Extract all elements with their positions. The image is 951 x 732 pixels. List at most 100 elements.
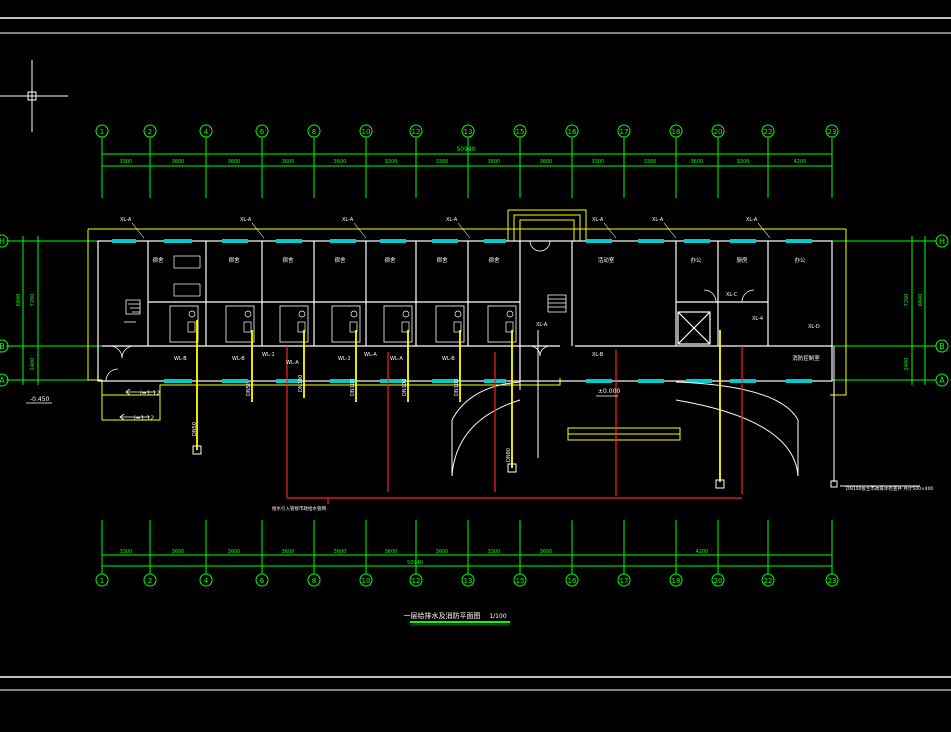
dimension-value: 3600 xyxy=(282,549,295,555)
window xyxy=(276,239,302,243)
room-label: 活动室 xyxy=(598,256,615,264)
tag-leader xyxy=(131,222,145,239)
toilet-fixtures xyxy=(169,255,517,343)
water-supply-pipes xyxy=(196,320,721,482)
toilet-icon xyxy=(505,321,514,333)
entrance-canopy xyxy=(451,381,799,477)
column-axis-label: 13 xyxy=(464,128,473,136)
column-axis-label: 22 xyxy=(764,128,773,136)
pipe-size-label: DN100 xyxy=(402,379,408,396)
tag-leader xyxy=(457,222,471,239)
pipe-size-label: DN100 xyxy=(350,379,356,396)
axis-bubble xyxy=(359,124,373,138)
axis-bubble xyxy=(565,124,579,138)
row-axis-label: A xyxy=(939,376,945,385)
window xyxy=(330,239,356,243)
sink-icon xyxy=(244,310,252,318)
window xyxy=(276,379,302,383)
dimension-value: 3600 xyxy=(334,159,347,165)
dimension-value: 3600 xyxy=(385,549,398,555)
window xyxy=(432,379,458,383)
misc-pipe-tag: XL-4 xyxy=(752,316,763,322)
dimension-value: 3600 xyxy=(172,549,185,555)
axis-bubble xyxy=(669,124,683,138)
fixture-pipe-tag: WL-1 xyxy=(262,352,275,358)
window xyxy=(164,239,192,243)
window xyxy=(380,239,406,243)
pipe-size-label: DN50 xyxy=(246,382,252,396)
column-axis-label: 23 xyxy=(828,577,837,585)
misc-pipe-tag: XL-C xyxy=(726,292,738,298)
sink-icon xyxy=(402,310,410,318)
fixture-pipe-tag: WL-A xyxy=(364,352,377,358)
row-axis-label: B xyxy=(0,342,5,351)
tag-leader xyxy=(603,222,617,239)
axis-bubble xyxy=(513,124,527,138)
room-label: 宿舍 xyxy=(436,256,448,264)
row-dimension: 6840 xyxy=(16,294,22,307)
column-axis-label: 1 xyxy=(100,577,104,585)
room-label: 宿舍 xyxy=(334,256,346,264)
window xyxy=(164,379,192,383)
window xyxy=(484,239,506,243)
misc-pipe-tag: XL-A xyxy=(536,322,548,328)
window xyxy=(730,379,756,383)
row-dimension: 2400 xyxy=(904,358,910,371)
window xyxy=(330,379,356,383)
column-axis-label: 6 xyxy=(260,128,265,136)
dimension-value: 3300 xyxy=(737,159,750,165)
top-pipe-tag: XL-A xyxy=(446,217,458,223)
fixture-pipe-tag: WL-A xyxy=(390,356,403,362)
ramp-arrows-icon xyxy=(119,388,156,421)
dimension-value: 4200 xyxy=(794,159,807,165)
axis-bubble xyxy=(255,124,269,138)
axis-bubble xyxy=(761,124,775,138)
top-pipe-tag: XL-A xyxy=(342,217,354,223)
axis-bubble xyxy=(95,573,109,587)
column-axis-label: 12 xyxy=(412,577,421,585)
dimension-value: 3300 xyxy=(488,549,501,555)
dimension-value: 3600 xyxy=(172,159,185,165)
top-pipe-tag: XL-A xyxy=(592,217,604,223)
column-axis-label: 22 xyxy=(764,577,773,585)
room-label: 办公 xyxy=(690,256,702,264)
tag-leader xyxy=(353,222,367,239)
top-pipe-tag: XL-A xyxy=(120,217,132,223)
row-dimension: 7200 xyxy=(904,294,910,307)
axis-bubble xyxy=(825,124,839,138)
toilet-icon xyxy=(401,321,410,333)
elevation-outdoor: -0.450 xyxy=(30,396,50,403)
column-axis-label: 17 xyxy=(620,128,629,136)
toilet-room xyxy=(383,305,413,343)
axis-bubble xyxy=(307,573,321,587)
pipe-size-label: DN50 xyxy=(192,422,198,436)
window xyxy=(222,379,248,383)
crosshair-cursor-icon xyxy=(0,60,68,132)
overall-dimension-bottom: 50940 xyxy=(407,560,423,566)
note-supply-inlet: 给水引入管接市政给水管网 xyxy=(272,505,326,512)
column-axis-label: 16 xyxy=(568,577,577,585)
column-axis-label: 15 xyxy=(516,577,525,585)
axis-bubble xyxy=(255,573,269,587)
column-axis-label: 8 xyxy=(312,128,316,136)
dimension-value: 3300 xyxy=(120,549,133,555)
axis-bubble xyxy=(711,124,725,138)
axis-bubble xyxy=(617,573,631,587)
row-axis-label: A xyxy=(0,376,5,385)
dimension-value: 3300 xyxy=(120,159,133,165)
top-pipe-tag: XL-A xyxy=(652,217,664,223)
toilet-icon xyxy=(243,321,252,333)
toilet-icon xyxy=(349,321,358,333)
axis-bubble xyxy=(199,573,213,587)
dimension-value: 3300 xyxy=(436,159,449,165)
stair-right xyxy=(547,294,567,313)
room-label: 办公 xyxy=(794,256,806,264)
toilet-room xyxy=(435,305,465,343)
axis-bubble xyxy=(711,573,725,587)
